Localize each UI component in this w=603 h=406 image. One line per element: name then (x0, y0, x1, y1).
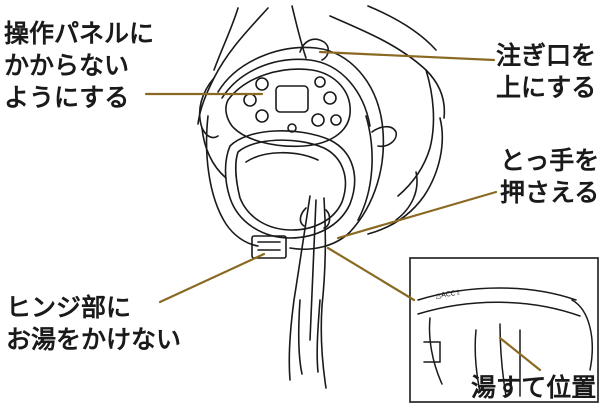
hinge (251, 235, 287, 259)
label-spout: 注ぎ口を 上にする (496, 41, 597, 102)
inset-detail: △ACC⇧ (409, 257, 599, 403)
inset-marking: △ACC⇧ (435, 288, 462, 299)
label-hinge: ヒンジ部に お湯をかけない (6, 293, 182, 354)
leader-hinge (158, 252, 266, 304)
leader-spout (318, 50, 496, 62)
label-control-panel: 操作パネルに かからない ようにする (4, 19, 155, 112)
water-stream (288, 195, 331, 389)
left-hand (197, 5, 307, 179)
control-panel (225, 68, 351, 148)
right-hand (329, 5, 446, 235)
pot-body (205, 38, 385, 251)
label-drain-position: 湯すて位置 (471, 373, 597, 402)
leader-inset (326, 246, 416, 302)
inner-rim (224, 130, 356, 239)
leader-drain (498, 336, 542, 372)
leader-lines (144, 50, 542, 372)
label-handle: とっ手を 押さえる (500, 146, 600, 207)
leader-handle (336, 190, 498, 240)
